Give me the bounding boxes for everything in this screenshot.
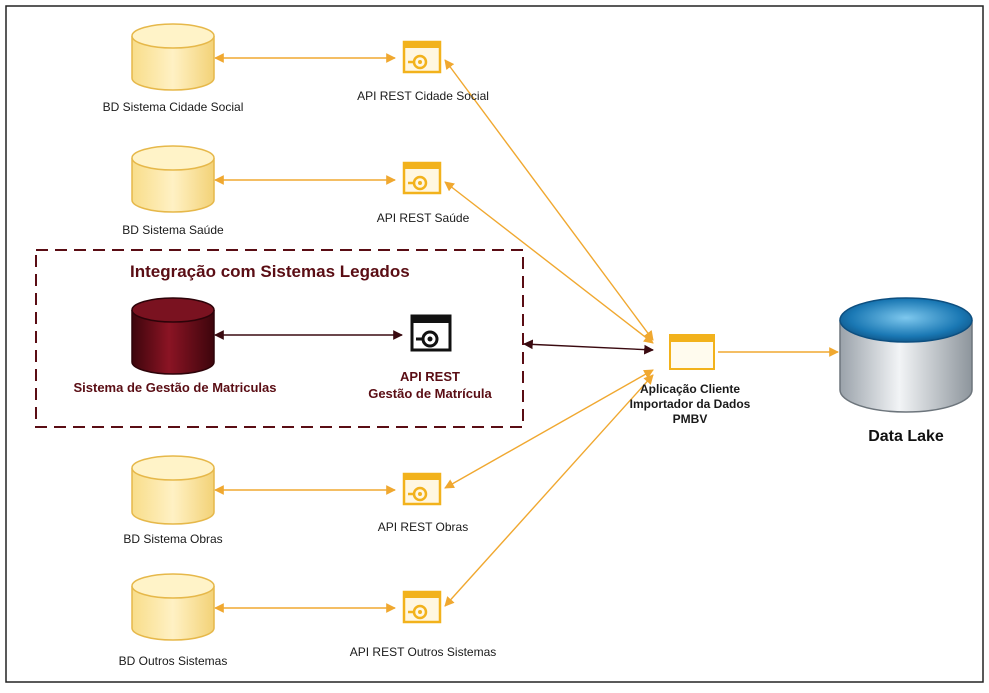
db-label-saude: BD Sistema Saúde xyxy=(122,223,224,237)
legacy-api-label: API REST Gestão de Matrícula xyxy=(345,368,515,402)
database-icon-obras xyxy=(131,455,215,525)
api-icon-obras xyxy=(402,472,442,506)
client-app-label-line2: Importador da Dados xyxy=(629,397,751,411)
api-icon-cidade-social xyxy=(402,40,442,74)
arrow-legacy-client xyxy=(523,339,654,355)
database-icon-outros xyxy=(131,573,215,641)
database-icon-legacy xyxy=(131,297,215,375)
legacy-db-label: Sistema de Gestão de Matriculas xyxy=(73,380,277,395)
diagram-frame xyxy=(5,5,984,683)
legacy-api-label-line2: Gestão de Matrícula xyxy=(368,386,492,401)
legacy-api-label-line1: API REST xyxy=(400,369,460,384)
client-app-label: Aplicação Cliente Importador da Dados PM… xyxy=(610,382,770,427)
api-label-obras: API REST Obras xyxy=(377,520,469,534)
datalake-label: Data Lake xyxy=(868,428,944,445)
api-label-saude: API REST Saúde xyxy=(376,211,470,225)
api-icon-outros xyxy=(402,590,442,624)
db-label-cidade-social: BD Sistema Cidade Social xyxy=(102,100,244,114)
api-label-cidade-social: API REST Cidade Social xyxy=(357,89,489,103)
db-label-outros: BD Outros Sistemas xyxy=(118,654,228,668)
api-icon-saude xyxy=(402,161,442,195)
client-app-label-line1: Aplicação Cliente xyxy=(639,382,741,396)
database-icon-cidade-social xyxy=(131,23,215,91)
datalake-cylinder-icon xyxy=(839,297,973,413)
arrow-api-client-saude xyxy=(444,181,654,344)
client-app-label-line3: PMBV xyxy=(672,412,708,426)
db-label-obras: BD Sistema Obras xyxy=(123,532,223,546)
api-label-outros: API REST Outros Sistemas xyxy=(349,645,497,659)
client-app-window-icon xyxy=(669,334,715,370)
api-icon-legacy xyxy=(410,314,452,352)
arrow-api-client-outros xyxy=(444,374,654,607)
legacy-group-title: Integração com Sistemas Legados xyxy=(130,262,410,281)
database-icon-saude xyxy=(131,145,215,213)
